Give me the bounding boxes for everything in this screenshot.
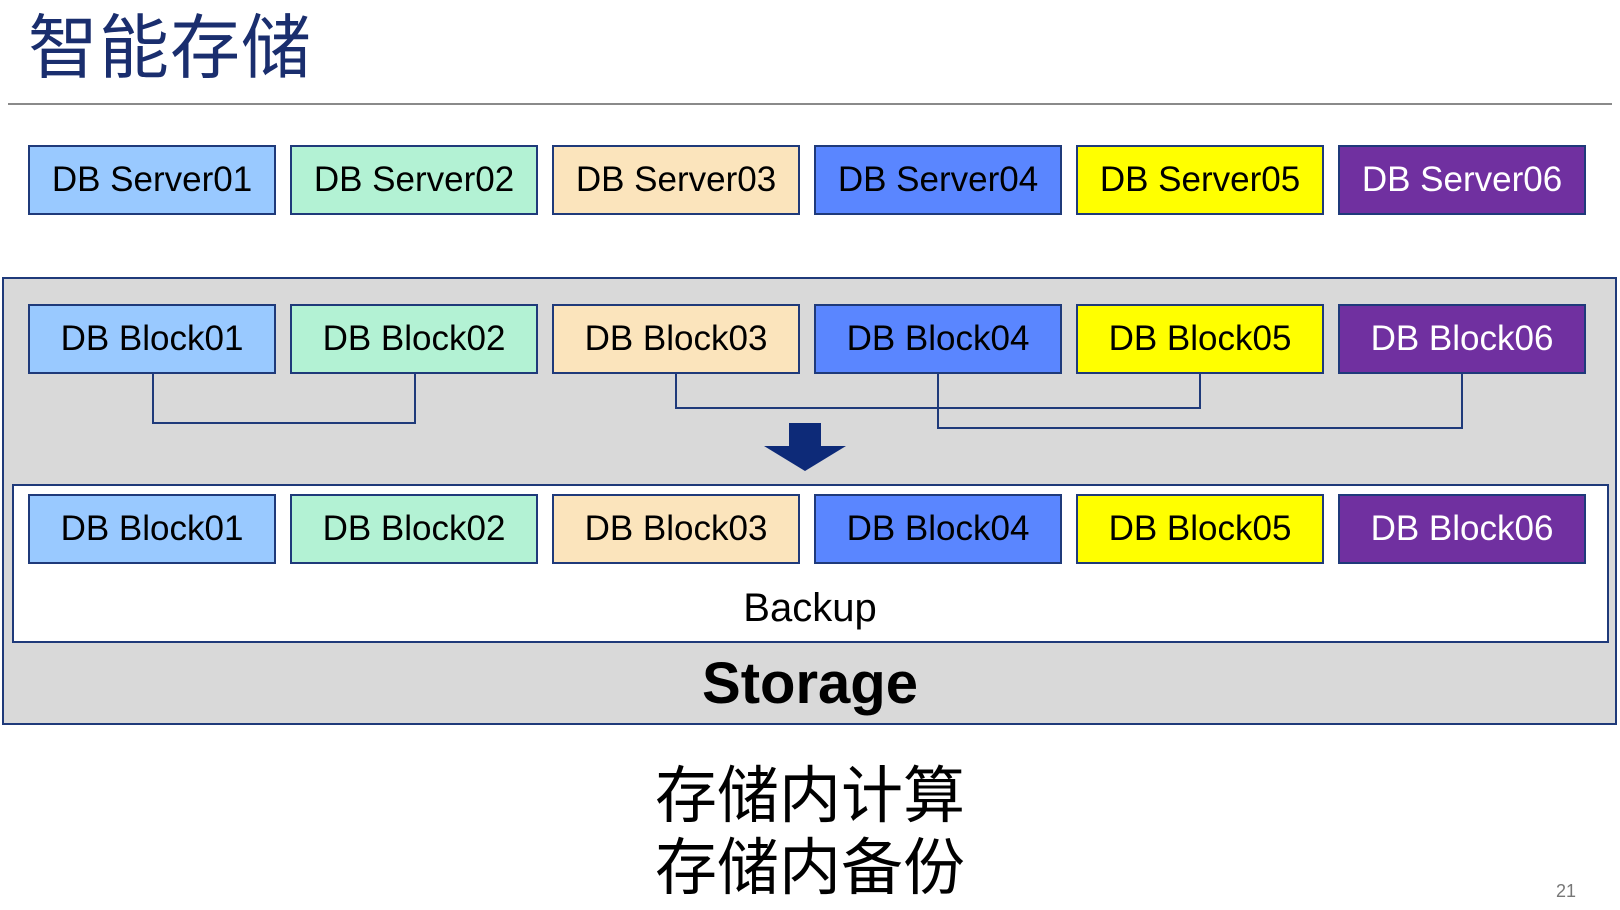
slide-title: 智能存储 <box>28 7 312 89</box>
backup-block-03: DB Block03 <box>552 494 800 564</box>
caption-line-1: 存储内计算 <box>654 759 965 832</box>
db-server-06: DB Server06 <box>1338 145 1586 215</box>
db-server-01: DB Server01 <box>28 145 276 215</box>
db-block-01: DB Block01 <box>28 304 276 374</box>
db-block-05: DB Block05 <box>1076 304 1324 374</box>
title-divider <box>8 103 1612 105</box>
db-server-03: DB Server03 <box>552 145 800 215</box>
backup-block-02: DB Block02 <box>290 494 538 564</box>
db-server-02: DB Server02 <box>290 145 538 215</box>
db-server-05: DB Server05 <box>1076 145 1324 215</box>
backup-block-04: DB Block04 <box>814 494 1062 564</box>
db-server-04: DB Server04 <box>814 145 1062 215</box>
backup-block-01: DB Block01 <box>28 494 276 564</box>
backup-block-05: DB Block05 <box>1076 494 1324 564</box>
db-block-06: DB Block06 <box>1338 304 1586 374</box>
backup-label: Backup <box>743 586 877 630</box>
down-arrow-icon <box>764 423 846 471</box>
backup-block-06: DB Block06 <box>1338 494 1586 564</box>
page-number: 21 <box>1556 881 1577 901</box>
db-block-02: DB Block02 <box>290 304 538 374</box>
db-block-04: DB Block04 <box>814 304 1062 374</box>
connector-block01-block02 <box>152 374 416 424</box>
storage-label: Storage <box>702 651 918 716</box>
caption-line-2: 存储内备份 <box>654 831 965 904</box>
db-block-03: DB Block03 <box>552 304 800 374</box>
connector-block04-block06 <box>937 374 1463 429</box>
